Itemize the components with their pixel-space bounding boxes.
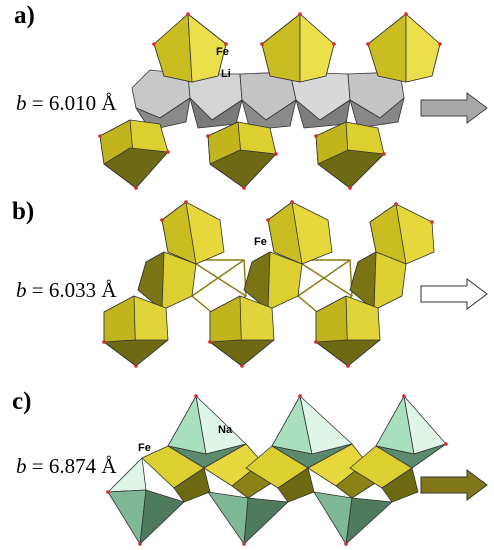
b-value: = 6.010 Å [31, 91, 117, 115]
fe-octahedra-top [153, 13, 441, 83]
fe-octahedra-bottom [99, 119, 385, 189]
panel-c-label: c) [12, 388, 32, 415]
panel-c-b-parameter: b = 6.874 Å [16, 454, 117, 479]
arrow-right-icon [420, 469, 488, 501]
li-octahedra-chain [131, 69, 405, 131]
arrow-right-outline-icon [420, 278, 488, 310]
b-value: = 6.033 Å [31, 278, 117, 302]
atom-label-fe: Fe [216, 46, 229, 58]
panel-b: b) b = 6.033 Å Fe [0, 190, 494, 370]
atom-label-fe: Fe [138, 442, 151, 454]
b-symbol: b [16, 454, 27, 478]
arrow-right-icon [420, 92, 488, 124]
oxygen-vertices [106, 394, 448, 546]
panel-b-structure [102, 200, 435, 368]
oxygen-vertices [98, 12, 442, 190]
panel-a-label: a) [14, 2, 35, 29]
na-polyhedra-bottom [107, 457, 393, 545]
b-symbol: b [16, 278, 27, 302]
b-value: = 6.874 Å [31, 454, 117, 478]
panel-a-structure [98, 12, 442, 190]
b-symbol: b [16, 91, 27, 115]
fe-polyhedra-chain [141, 443, 419, 503]
panel-b-b-parameter: b = 6.033 Å [16, 278, 117, 303]
panel-c-structure [106, 394, 448, 546]
atom-label-li: Li [221, 68, 231, 80]
oxygen-vertices [102, 200, 434, 368]
fe-octahedra-chain [103, 201, 435, 367]
panel-c: c) b = 6.874 Å Fe Na [0, 370, 494, 550]
atom-label-na: Na [218, 424, 233, 436]
atom-label-fe: Fe [254, 236, 267, 248]
na-polyhedra-top [167, 395, 447, 469]
panel-b-label: b) [12, 198, 35, 225]
panel-a-b-parameter: b = 6.010 Å [16, 91, 117, 116]
panel-a: a) b = 6.010 Å Fe Li [0, 0, 494, 190]
